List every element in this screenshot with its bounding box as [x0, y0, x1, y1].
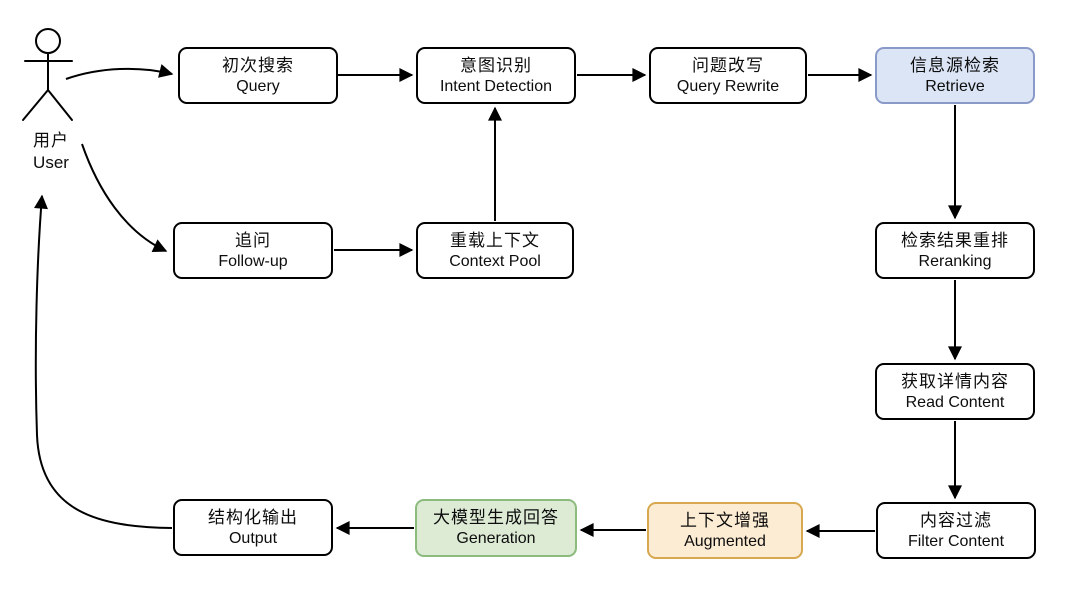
node-follow-up: 追问 Follow-up [173, 222, 333, 279]
node-context-pool-label-zh: 重载上下文 [450, 230, 540, 250]
node-generation-label-en: Generation [456, 530, 536, 547]
actor-label: 用户 User [6, 130, 96, 174]
actor-label-zh: 用户 [33, 131, 69, 150]
node-query-rewrite: 问题改写 Query Rewrite [649, 47, 807, 104]
node-query-rewrite-label-zh: 问题改写 [692, 55, 764, 75]
node-augmented-label-en: Augmented [684, 532, 766, 550]
node-context-pool: 重载上下文 Context Pool [416, 222, 574, 279]
node-reranking: 检索结果重排 Reranking [875, 222, 1035, 279]
user-icon [22, 28, 73, 121]
node-follow-up-label-zh: 追问 [235, 230, 271, 250]
node-context-pool-label-en: Context Pool [449, 252, 541, 270]
node-intent-detection-label-en: Intent Detection [439, 77, 553, 95]
node-filter-content-label-zh: 内容过滤 [920, 510, 992, 530]
node-reranking-label-en: Reranking [918, 252, 992, 270]
node-augmented: 上下文增强 Augmented [647, 502, 803, 559]
node-output-label-zh: 结构化输出 [208, 507, 298, 527]
node-intent-detection-label-zh: 意图识别 [460, 55, 532, 75]
arrow-output-to-user [34, 194, 173, 529]
node-read-content: 获取详情内容 Read Content [875, 363, 1035, 420]
node-query-rewrite-label-en: Query Rewrite [676, 77, 780, 95]
node-query-label-en: Query [236, 77, 280, 95]
node-retrieve-label-en: Retrieve [925, 77, 985, 95]
node-query-label-zh: 初次搜索 [222, 55, 294, 75]
node-retrieve: 信息源检索 Retrieve [875, 47, 1035, 104]
node-follow-up-label-en: Follow-up [218, 252, 288, 270]
node-filter-content: 内容过滤 Filter Content [876, 502, 1036, 559]
node-intent-detection: 意图识别 Intent Detection [416, 47, 576, 104]
node-query: 初次搜索 Query [178, 47, 338, 104]
node-output: 结构化输出 Output [173, 499, 333, 556]
arrow-user-to-followup [81, 143, 168, 253]
node-reranking-label-zh: 检索结果重排 [901, 230, 1009, 250]
node-filter-content-label-en: Filter Content [907, 532, 1005, 550]
node-generation: 大模型生成回答 Generation [415, 499, 577, 557]
arrow-user-to-query [65, 64, 174, 80]
node-read-content-label-zh: 获取详情内容 [901, 371, 1009, 391]
node-retrieve-label-zh: 信息源检索 [910, 55, 1000, 75]
node-read-content-label-en: Read Content [905, 393, 1005, 411]
node-generation-label-zh: 大模型生成回答 [433, 508, 559, 527]
node-augmented-label-zh: 上下文增强 [680, 510, 770, 530]
actor-label-en: User [33, 153, 69, 172]
node-output-label-en: Output [228, 529, 278, 547]
